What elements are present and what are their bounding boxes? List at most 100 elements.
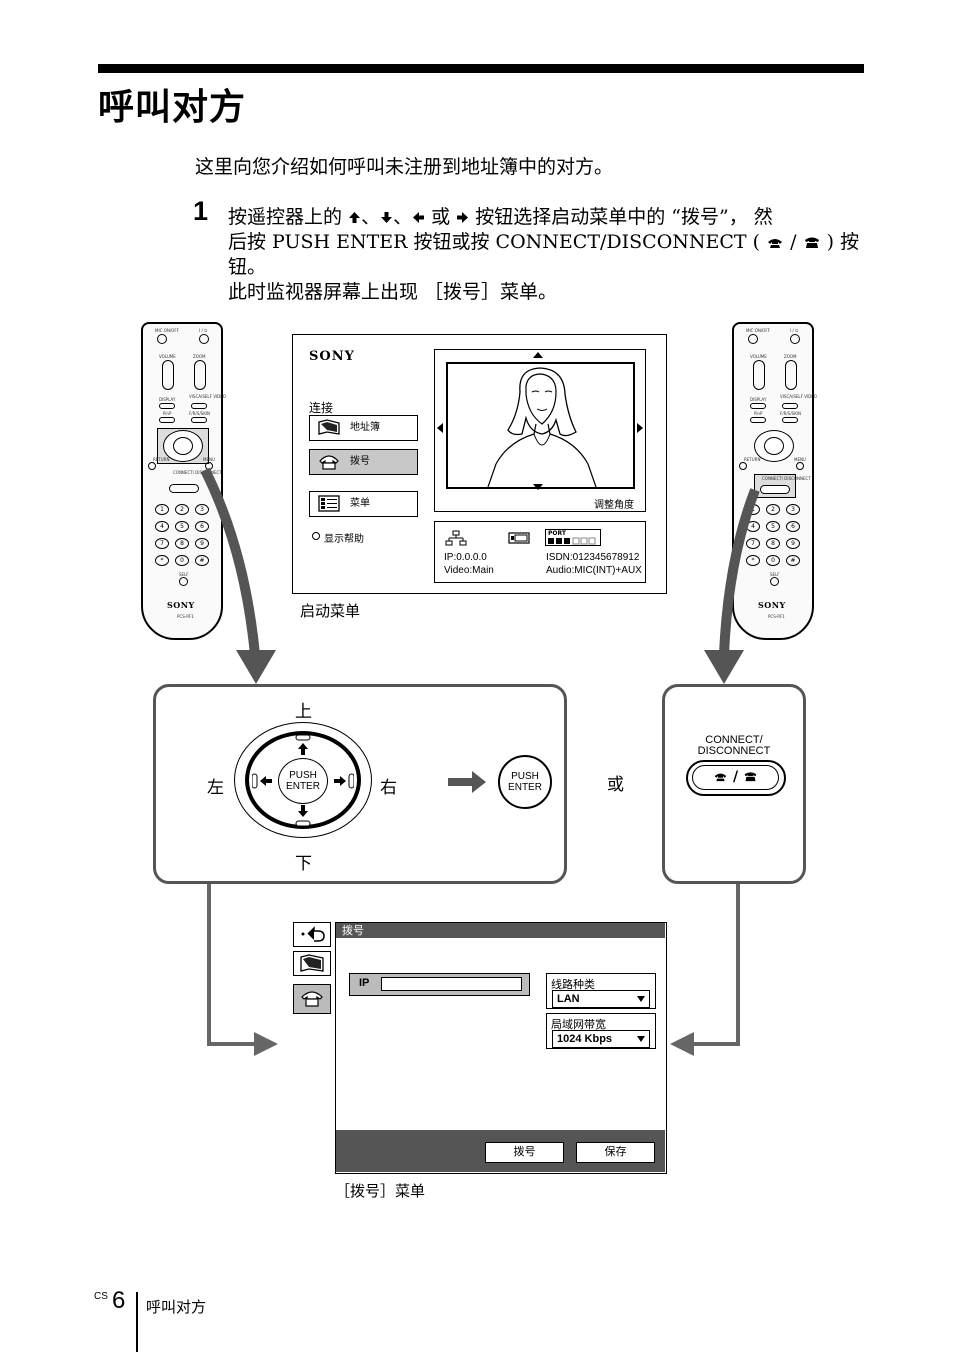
video-source-icon [508, 532, 530, 544]
line-type-group: 线路种类 LAN [546, 973, 656, 1009]
dial-phone-icon [301, 991, 323, 1007]
self-button[interactable] [179, 577, 188, 586]
key-2[interactable]: 2 [175, 504, 189, 515]
address-book-icon [300, 954, 324, 972]
line-type-select[interactable]: LAN [552, 990, 650, 1008]
volume-rocker[interactable] [753, 360, 765, 390]
camera-view-frame: 调整角度 [434, 349, 646, 512]
power-button[interactable] [199, 334, 209, 344]
dpad-up-arrow-icon [295, 735, 311, 755]
connect-panel: CONNECT/ DISCONNECT / [662, 684, 806, 884]
key-4[interactable]: 4 [155, 521, 169, 532]
return-button[interactable] [148, 462, 156, 470]
volume-rocker[interactable] [162, 360, 174, 390]
sony-logo: SONY [309, 349, 355, 364]
return-button[interactable] [739, 462, 747, 470]
menu-item-address-book[interactable]: 地址簿 [309, 415, 418, 441]
arrow-bracket-left-path [207, 884, 258, 1046]
pinp-button[interactable] [750, 417, 766, 423]
arrow-left-remote-path [200, 467, 260, 656]
dpad-push-enter[interactable]: PUSH ENTER [278, 758, 328, 804]
key-hash[interactable]: # [786, 555, 800, 566]
ip-status: IP:0.0.0.0 [444, 552, 487, 563]
key-star[interactable]: * [746, 555, 760, 566]
key-0[interactable]: 0 [766, 555, 780, 566]
remote-connect-button[interactable] [760, 485, 790, 494]
key-star[interactable]: * [155, 555, 169, 566]
key-5[interactable]: 5 [175, 521, 189, 532]
dial-button[interactable]: 拨号 [485, 1142, 564, 1163]
connect-label: CONNECT/ DISCONNECT [697, 734, 771, 757]
help-label: 显示帮助 [324, 534, 364, 545]
pinp-button[interactable] [159, 417, 175, 423]
mic-button[interactable] [748, 334, 758, 344]
key-8[interactable]: 8 [766, 538, 780, 549]
then-arrow-icon [448, 771, 486, 793]
self-video-button[interactable] [191, 403, 207, 409]
key-2[interactable]: 2 [766, 504, 780, 515]
chevron-down-icon [637, 1036, 645, 1042]
help-radio[interactable] [312, 532, 320, 540]
display-button[interactable] [750, 403, 766, 409]
self-video-button[interactable] [782, 403, 798, 409]
key-1[interactable]: 1 [155, 504, 169, 515]
key-3[interactable]: 3 [786, 504, 800, 515]
key-7[interactable]: 7 [746, 538, 760, 549]
dial-menu-title: 拨号 [336, 923, 665, 938]
remote-push-enter[interactable] [173, 437, 193, 455]
back-tab[interactable] [293, 922, 331, 947]
menu-item-dial[interactable]: 拨号 [309, 449, 418, 475]
remote-push-enter[interactable] [764, 437, 784, 455]
arrow-left-icon [413, 212, 425, 223]
remote-connect-button[interactable] [169, 484, 199, 493]
footer-divider [136, 1292, 138, 1352]
key-9[interactable]: 9 [195, 538, 209, 549]
step-line-2: 后按 PUSH ENTER 按钮或按 CONNECT/DISCONNECT ( … [228, 231, 860, 253]
zoom-rocker[interactable] [194, 360, 206, 390]
key-hash[interactable]: # [195, 555, 209, 566]
key-8[interactable]: 8 [175, 538, 189, 549]
connect-disconnect-button[interactable]: / [686, 760, 786, 796]
arrow-up-icon [349, 212, 361, 223]
adjust-angle-label: 调整角度 [594, 500, 634, 511]
power-button[interactable] [790, 334, 800, 344]
menu-item-menu[interactable]: 菜单 [309, 491, 418, 517]
disconnect-icon [744, 772, 757, 782]
address-book-tab[interactable] [293, 951, 331, 976]
dpad-left-label: 左 [207, 778, 224, 798]
save-button[interactable]: 保存 [576, 1142, 655, 1163]
bandwidth-select[interactable]: 1024 Kbps [552, 1030, 650, 1048]
dpad-up-label: 上 [295, 702, 312, 722]
arrow-bracket-left-head [254, 1032, 278, 1056]
ip-input[interactable] [381, 977, 522, 991]
status-panel: PORT IP:0.0.0.0 Video:Main ISDN:01234567… [434, 521, 646, 583]
key-0[interactable]: 0 [175, 555, 189, 566]
mic-button[interactable] [157, 334, 167, 344]
key-7[interactable]: 7 [155, 538, 169, 549]
menu-button[interactable] [796, 462, 804, 470]
push-enter-button[interactable]: PUSH ENTER [498, 755, 552, 809]
key-6[interactable]: 6 [786, 521, 800, 532]
back-arrow-icon [301, 926, 325, 942]
arrow-right-icon [457, 212, 469, 223]
footer-prefix: CS [94, 1291, 108, 1302]
step-line-4: 此时监视器屏幕上出现 ［拨号］菜单。 [228, 281, 558, 303]
key-5[interactable]: 5 [766, 521, 780, 532]
arrow-right-remote-head [704, 650, 744, 684]
key-3[interactable]: 3 [195, 504, 209, 515]
frs-button[interactable] [191, 417, 207, 423]
dial-tab[interactable] [293, 984, 331, 1014]
key-9[interactable]: 9 [786, 538, 800, 549]
bandwidth-group: 局域网带宽 1024 Kbps [546, 1013, 656, 1049]
frs-button[interactable] [782, 417, 798, 423]
key-6[interactable]: 6 [195, 521, 209, 532]
dial-menu-screen: 拨号 IP 线路种类 LAN 局域网带宽 1024 Kbps 拨号 保存 [335, 922, 667, 1174]
zoom-rocker[interactable] [785, 360, 797, 390]
arrow-bracket-right-head [670, 1032, 694, 1056]
dpad-right-label: 右 [380, 778, 397, 798]
self-button[interactable] [770, 577, 779, 586]
isdn-status: ISDN:012345678912 [546, 552, 640, 563]
list-menu-icon [318, 495, 340, 512]
display-button[interactable] [159, 403, 175, 409]
